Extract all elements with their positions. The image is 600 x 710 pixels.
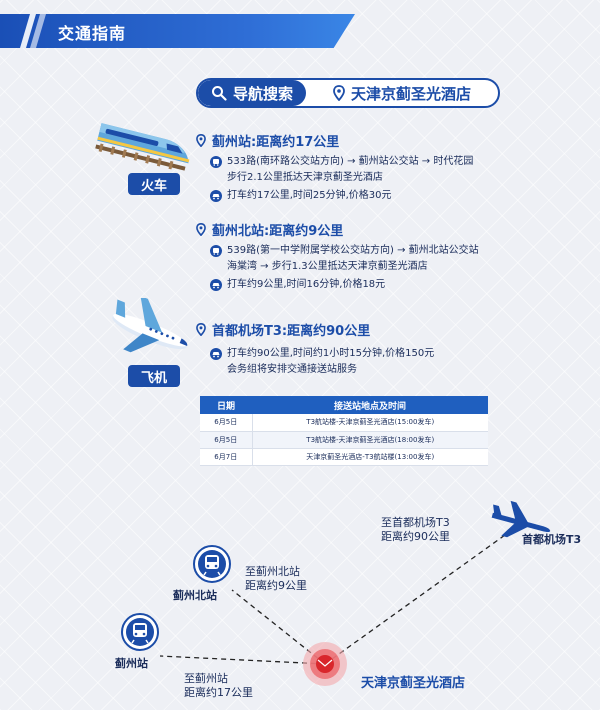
north-distance-line2: 距离约9公里 (245, 579, 307, 592)
north-station-name-label: 蓟州北站 (173, 589, 217, 602)
airport-name-label: 首都机场T3 (522, 533, 582, 546)
north-station-distance-label: 至蓟州北站 距离约9公里 (245, 565, 307, 593)
hotel-marker-icon (303, 642, 347, 686)
station1-bus-line2: 步行2.1公里抵达天津京蓟圣光酒店 (227, 172, 383, 183)
station1-title: 蓟州站:距离约17公里 (196, 131, 339, 150)
airport-distance-line2: 距离约90公里 (381, 530, 450, 543)
table-cell-route: T3航站楼-天津京蓟圣光酒店(15:00发车) (252, 414, 488, 432)
station2-bus-line1: 539路(第一中学附属学校公交站方向) → 蓟州北站公交站 (227, 245, 479, 256)
destination-field[interactable]: 天津京蓟圣光酒店 (306, 83, 498, 104)
station1-bus-line1: 533路(南环路公交站方向) → 蓟州站公交站 → 时代花园 (227, 156, 474, 167)
route-line-airport (324, 534, 506, 665)
header-bar (0, 14, 355, 48)
station1-taxi-route: 打车约17公里,时间25分钟,价格30元 (210, 188, 392, 204)
route-map (121, 500, 551, 686)
train-icon (95, 123, 190, 171)
station2-bus-line2: 海棠湾 → 步行1.3公里抵达天津京蓟圣光酒店 (227, 261, 428, 272)
location-pin-icon (196, 134, 206, 147)
station-distance-label: 至蓟州站 距离约17公里 (184, 672, 253, 700)
search-label: 导航搜索 (232, 84, 293, 103)
airplane-icon (112, 298, 188, 353)
location-pin-icon (196, 223, 206, 236)
station-train-icon (121, 613, 159, 651)
station-distance-line1: 至蓟州站 (184, 672, 228, 685)
table-header-date: 日期 (200, 396, 252, 414)
taxi-icon (210, 279, 222, 291)
station2-bus-route: 539路(第一中学附属学校公交站方向) → 蓟州北站公交站 海棠湾 → 步行1.… (210, 243, 479, 275)
station-distance-line2: 距离约17公里 (184, 686, 253, 699)
airport-distance-line1: 至首都机场T3 (381, 516, 450, 529)
airport-title: 首都机场T3:距离约90公里 (196, 320, 370, 339)
north-distance-line1: 至蓟州北站 (245, 565, 300, 578)
destination-label: 天津京蓟圣光酒店 (350, 84, 471, 103)
table-header-row: 日期 接送站地点及时间 (200, 396, 488, 414)
header-stripes-icon (20, 14, 46, 48)
airport-plane-icon (491, 500, 551, 538)
table-row: 6月5日 T3航站楼-天津京蓟圣光酒店(18:00发车) (200, 431, 488, 449)
location-pin-icon (333, 85, 345, 101)
bus-icon (210, 245, 222, 257)
navigation-search-button[interactable]: 导航搜索 (198, 80, 306, 106)
bus-icon (210, 156, 222, 168)
station2-title: 蓟州北站:距离约9公里 (196, 220, 343, 239)
hotel-name-label: 天津京蓟圣光酒店 (361, 676, 466, 691)
search-icon (211, 86, 227, 101)
airport-shuttle-note: 会务组将安排交通接送站服务 (227, 364, 357, 375)
taxi-icon (210, 348, 222, 360)
station2-taxi-route: 打车约9公里,时间16分钟,价格18元 (210, 277, 385, 293)
airport-taxi-route: 打车约90公里,时间约1小时15分钟,价格150元 会务组将安排交通接送站服务 (210, 346, 434, 378)
table-cell-date: 6月5日 (200, 414, 253, 432)
table-row: 6月5日 T3航站楼-天津京蓟圣光酒店(15:00发车) (200, 414, 488, 432)
station2-title-text: 蓟州北站:距离约9公里 (212, 224, 344, 239)
navigation-search-bar[interactable]: 导航搜索 天津京蓟圣光酒店 (196, 78, 500, 108)
airport-title-text: 首都机场T3:距离约90公里 (212, 324, 371, 339)
station-name-label: 蓟州站 (115, 657, 148, 670)
taxi-icon (210, 190, 222, 202)
table-row: 6月7日 天津京蓟圣光酒店-T3航站楼(13:00发车) (200, 448, 488, 466)
station2-taxi-text: 打车约9公里,时间16分钟,价格18元 (227, 279, 386, 290)
station1-bus-route: 533路(南环路公交站方向) → 蓟州站公交站 → 时代花园 步行2.1公里抵达… (210, 154, 473, 186)
train-mode-badge: 火车 (128, 173, 180, 195)
table-cell-date: 6月5日 (200, 431, 253, 449)
shuttle-schedule-table: 日期 接送站地点及时间 6月5日 T3航站楼-天津京蓟圣光酒店(15:00发车)… (200, 396, 488, 466)
route-line-station (159, 655, 326, 665)
page-title: 交通指南 (58, 24, 127, 43)
table-cell-route: T3航站楼-天津京蓟圣光酒店(18:00发车) (252, 431, 488, 449)
north-station-train-icon (193, 545, 231, 583)
table-cell-date: 6月7日 (200, 448, 253, 466)
location-pin-icon (196, 323, 206, 336)
plane-mode-badge: 飞机 (128, 365, 180, 387)
table-header-location: 接送站地点及时间 (252, 396, 488, 414)
station1-title-text: 蓟州站:距离约17公里 (212, 135, 340, 150)
airport-taxi-text: 打车约90公里,时间约1小时15分钟,价格150元 (227, 348, 435, 359)
station1-taxi-text: 打车约17公里,时间25分钟,价格30元 (227, 190, 392, 201)
table-cell-route: 天津京蓟圣光酒店-T3航站楼(13:00发车) (252, 448, 488, 466)
airport-distance-label: 至首都机场T3 距离约90公里 (381, 516, 450, 544)
